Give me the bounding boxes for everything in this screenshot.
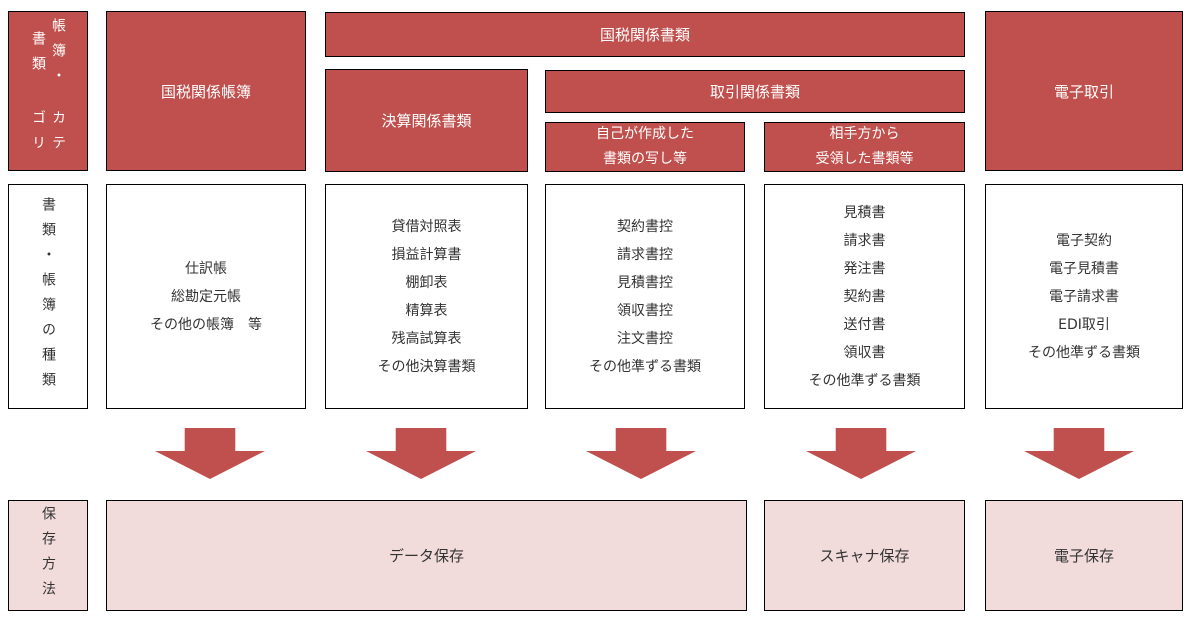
storage-method-scanner: スキャナ保存 [764, 500, 965, 611]
doc-item: 契約書控 [617, 218, 673, 235]
doc-item: 請求書 [843, 232, 886, 249]
doc-item: 見積書控 [617, 274, 673, 291]
doc-list: 電子契約電子見積書電子請求書 EDI取引その他準ずる書類 [986, 185, 1182, 408]
doc-list: 仕訳帳総勘定元帳その他の帳簿 等 [107, 185, 305, 408]
header-jiko-sakusei-line2: 書類の写し等 [603, 151, 687, 167]
doc-item: 請求書控 [617, 246, 673, 263]
storage-row-label-text: 保存方法 [30, 506, 66, 606]
storage-method-data-label: データ保存 [388, 547, 464, 565]
down-arrow-icon [366, 428, 476, 479]
doc-list: 契約書控請求書控見積書控領収書控注文書控その他準ずる書類 [546, 185, 744, 408]
storage-label-line: 保存方法 [40, 505, 56, 606]
category-row-label: 帳簿・書類 カテゴリ [8, 11, 88, 171]
header-jiko-sakusei: 自己が作成した 書類の写し等 [545, 122, 745, 172]
doc-item: 電子契約 [1056, 232, 1112, 249]
doc-item: 見積書 [843, 204, 886, 221]
category-label-line1: 帳簿・書類 [30, 18, 66, 94]
header-torihiki-shorui: 取引関係書類 [545, 70, 965, 113]
doc-item: 残高試算表 [391, 330, 462, 347]
header-aitekata-juryo-line2: 受領した書類等 [815, 151, 914, 167]
doc-item: 注文書控 [617, 330, 673, 347]
storage-method-scanner-label: スキャナ保存 [819, 547, 910, 565]
storage-method-denshi: 電子保存 [985, 500, 1183, 611]
types-row-label: 書類・帳簿の種類 [8, 184, 88, 409]
doc-item: その他準ずる書類 [1028, 344, 1140, 361]
header-aitekata-juryo: 相手方から 受領した書類等 [764, 122, 965, 172]
category-label-line2: カテゴリ [30, 109, 66, 160]
types-row-label-text: 書類・帳簿の種類 [30, 197, 66, 397]
doc-item: その他準ずる書類 [808, 372, 921, 389]
doc-list-jiko-sakusei: 契約書控請求書控見積書控領収書控注文書控その他準ずる書類 [545, 184, 745, 409]
header-aitekata-juryo-line1: 相手方から [829, 126, 900, 142]
doc-list: 貸借対照表損益計算書棚卸表精算表残高試算表その他決算書類 [326, 185, 527, 408]
header-kokuzei-chobo: 国税関係帳簿 [106, 11, 306, 171]
doc-item: その他準ずる書類 [589, 358, 701, 375]
category-row-label-text: 帳簿・書類 カテゴリ [20, 12, 76, 170]
doc-list: 見積書請求書発注書契約書送付書領収書その他準ずる書類 [765, 185, 964, 408]
doc-list-kessan: 貸借対照表損益計算書棚卸表精算表残高試算表その他決算書類 [325, 184, 528, 409]
doc-item: 電子見積書 [1049, 260, 1119, 277]
down-arrow-icon [1024, 428, 1134, 479]
storage-row-label: 保存方法 [8, 500, 88, 611]
doc-item: 契約書 [843, 288, 886, 305]
doc-item: 領収書控 [617, 302, 673, 319]
doc-item: 発注書 [843, 260, 886, 277]
down-arrow-icon [806, 428, 916, 479]
doc-list-denshi-torihiki: 電子契約電子見積書電子請求書 EDI取引その他準ずる書類 [985, 184, 1183, 409]
down-arrow-icon [155, 428, 265, 479]
header-denshi-torihiki-label: 電子取引 [1053, 82, 1114, 101]
header-torihiki-shorui-label: 取引関係書類 [709, 83, 800, 101]
doc-item: 棚卸表 [405, 274, 448, 291]
header-kessan-shorui: 決算関係書類 [325, 69, 528, 172]
doc-item: 精算表 [405, 302, 448, 319]
header-denshi-torihiki: 電子取引 [985, 11, 1183, 171]
header-kokuzei-shorui-label: 国税関係書類 [599, 26, 690, 44]
doc-item: その他決算書類 [377, 358, 476, 375]
header-kokuzei-shorui: 国税関係書類 [325, 12, 965, 57]
header-kokuzei-chobo-label: 国税関係帳簿 [160, 82, 251, 101]
doc-item: 貸借対照表 [391, 218, 462, 235]
doc-list-aitekata-juryo: 見積書請求書発注書契約書送付書領収書その他準ずる書類 [764, 184, 965, 409]
doc-item: 電子請求書 [1049, 288, 1119, 305]
types-label-line: 書類・帳簿の種類 [40, 196, 56, 397]
doc-item: 損益計算書 [391, 246, 462, 263]
doc-item: 総勘定元帳 [171, 288, 241, 305]
doc-item: 送付書 [843, 316, 886, 333]
doc-item: その他の帳簿 等 [150, 316, 262, 333]
doc-list-kokuzei-chobo: 仕訳帳総勘定元帳その他の帳簿 等 [106, 184, 306, 409]
down-arrow-icon [586, 428, 696, 479]
doc-item: 仕訳帳 [185, 260, 227, 277]
header-jiko-sakusei-line1: 自己が作成した [596, 126, 694, 142]
header-kessan-shorui-label: 決算関係書類 [381, 112, 472, 130]
doc-item: 領収書 [843, 344, 886, 361]
storage-method-denshi-label: 電子保存 [1053, 547, 1114, 565]
doc-item: EDI取引 [1058, 316, 1110, 333]
storage-method-data: データ保存 [106, 500, 747, 611]
